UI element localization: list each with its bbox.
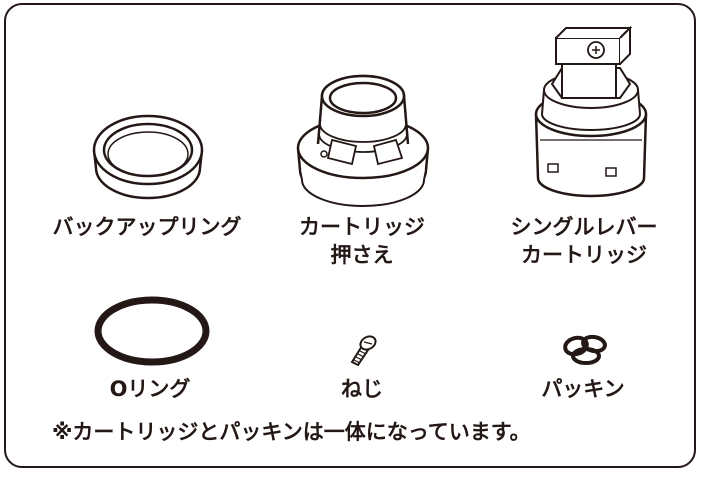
- cartridge-holder-label-line1: カートリッジ: [299, 215, 425, 239]
- footnote: ※カートリッジとパッキンは一体になっています。: [52, 420, 531, 444]
- o-ring-label: Oリング: [109, 377, 191, 401]
- screw-label: ねじ: [341, 377, 383, 401]
- single-lever-cartridge-icon: [534, 25, 648, 198]
- backup-ring-label: バックアップリング: [52, 215, 242, 239]
- single-lever-cartridge-label-line2: カートリッジ: [521, 243, 647, 267]
- packing-icon: [563, 334, 607, 365]
- single-lever-cartridge-label-line1: シングルレバー: [510, 215, 658, 239]
- packing-label: パッキン: [541, 377, 625, 401]
- screw-icon: [350, 335, 377, 367]
- o-ring-icon: [94, 296, 210, 366]
- cartridge-holder-icon: [296, 74, 430, 207]
- cartridge-holder-label-line2: 押さえ: [330, 243, 394, 267]
- parts-list-frame: [4, 3, 696, 468]
- backup-ring-icon: [92, 114, 204, 200]
